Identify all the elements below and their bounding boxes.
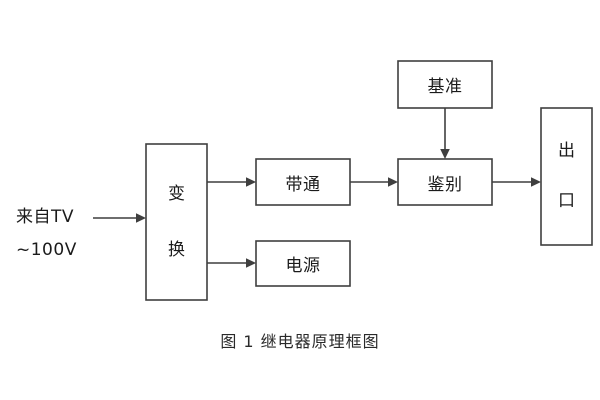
connector-input-to-transform [93,213,146,223]
connector-reference-to-discriminate [440,108,450,159]
block-reference [397,60,493,109]
figure-caption: 图 1 继电器原理框图 [220,332,380,351]
block-transform [145,143,208,301]
block-discriminate [397,158,493,206]
block-output [540,107,593,246]
input-label-line2: ~100V [16,240,77,260]
connector-bandpass-to-discriminate [350,177,398,187]
connector-transform-to-power [207,258,256,268]
block-power [255,240,351,287]
connector-discriminate-to-output [492,177,541,187]
input-label-line1: 来自TV [16,207,75,227]
connector-transform-to-bandpass [207,177,256,187]
block-bandpass [255,158,351,206]
